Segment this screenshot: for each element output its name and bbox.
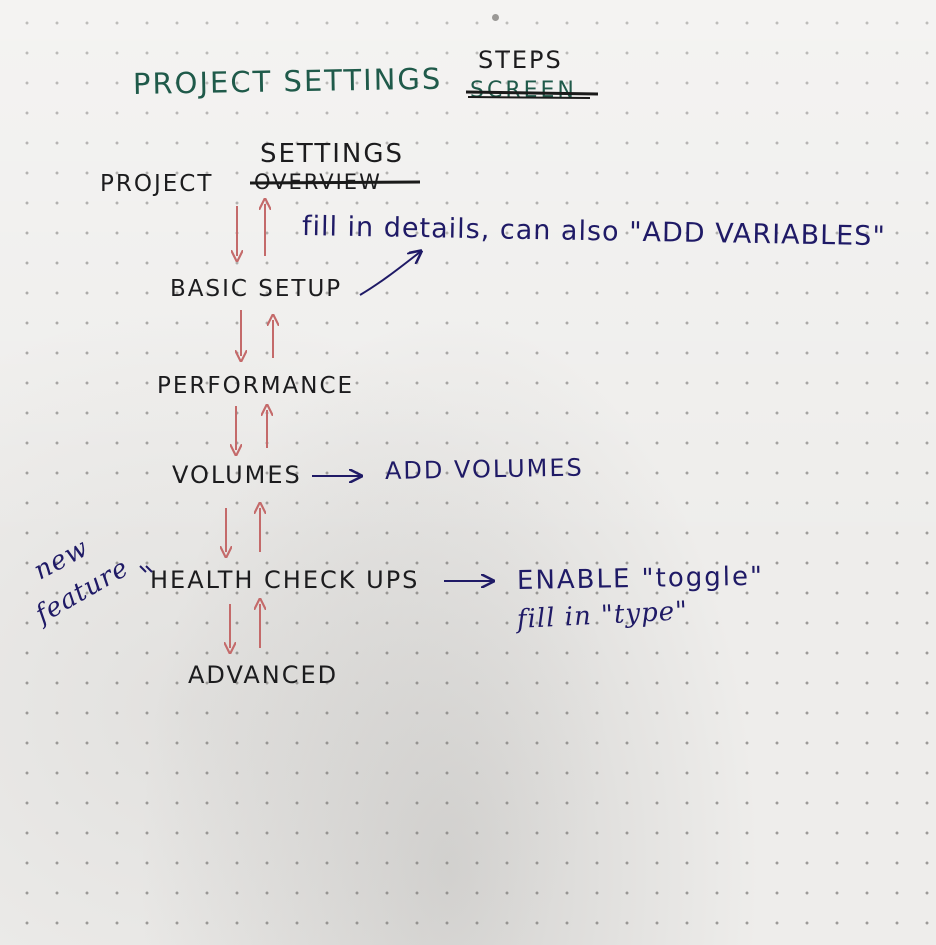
- step-project-replacement-word: SETTINGS: [260, 139, 405, 169]
- health-note-line2: fill in "type": [516, 596, 689, 635]
- step-health-check-ups: HEALTH CHECK UPS: [150, 566, 420, 594]
- step-project-label: PROJECT: [100, 171, 214, 197]
- step-volumes: VOLUMES: [172, 461, 302, 489]
- step-basic-setup: BASIC SETUP: [170, 276, 343, 302]
- page-title: PROJECT SETTINGS: [132, 61, 443, 101]
- paper-mark: [492, 14, 499, 21]
- step-project-struck-word: OVERVIEW: [254, 170, 382, 194]
- title-struck-word: SCREEN: [470, 78, 577, 103]
- basic-setup-note: fill in details, can also "ADD VARIABLES…: [301, 211, 887, 253]
- title-replacement-word: STEPS: [478, 46, 563, 74]
- health-note-line1: ENABLE "toggle": [516, 561, 765, 596]
- basic-setup-note-arrow: [359, 252, 420, 296]
- step-advanced: ADVANCED: [188, 661, 339, 689]
- volumes-note: ADD VOLUMES: [384, 453, 584, 485]
- step-performance: PERFORMANCE: [157, 373, 355, 399]
